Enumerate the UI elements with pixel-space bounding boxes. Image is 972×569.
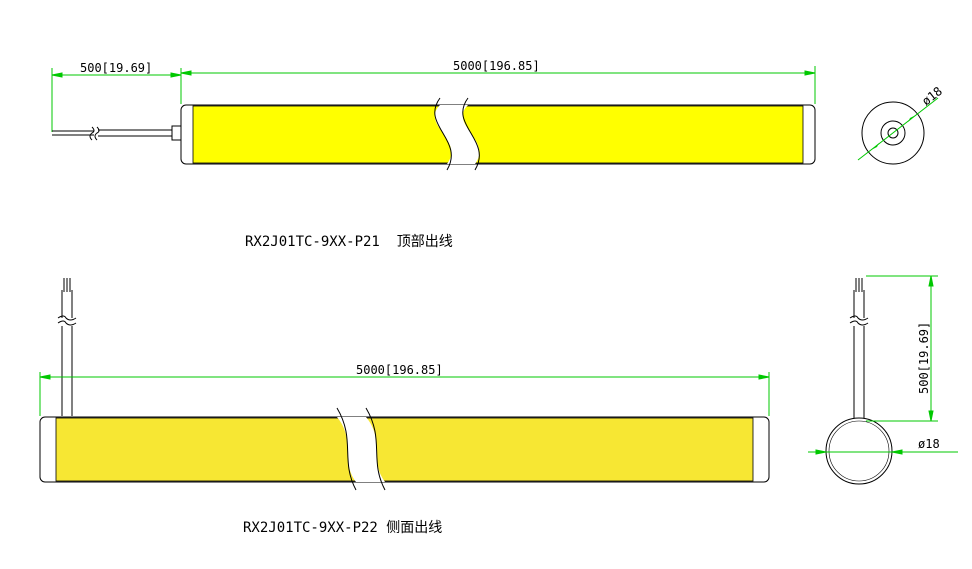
side-tube-length-label: 5000[196.85] <box>356 363 443 377</box>
tube-top-view <box>180 97 816 171</box>
cable-length-label: 500[19.69] <box>80 61 152 75</box>
caption-side-exit: RX2J01TC-9XX-P22 侧面出线 <box>243 520 443 536</box>
side-cable <box>57 278 77 416</box>
tube-side-view <box>39 407 770 491</box>
side-tube-length-dimension <box>39 372 770 416</box>
diameter-label-top: ø18 <box>919 84 945 108</box>
tube-length-dimension <box>180 66 816 104</box>
top-exit-assembly: 500[19.69] 5000[196.85] <box>51 59 945 171</box>
tube-length-label: 5000[196.85] <box>453 59 540 73</box>
cable <box>52 125 182 141</box>
caption-top-exit: RX2J01TC-9XX-P21 顶部出线 <box>245 234 453 250</box>
side-cable-length-label: 500[19.69] <box>917 322 931 394</box>
diameter-label-side: ø18 <box>918 437 940 451</box>
side-exit-assembly: 5000[196.85] <box>39 275 958 491</box>
cable-length-dimension <box>51 68 182 132</box>
end-view-side-exit <box>808 275 958 485</box>
end-view-top-exit <box>857 97 939 165</box>
